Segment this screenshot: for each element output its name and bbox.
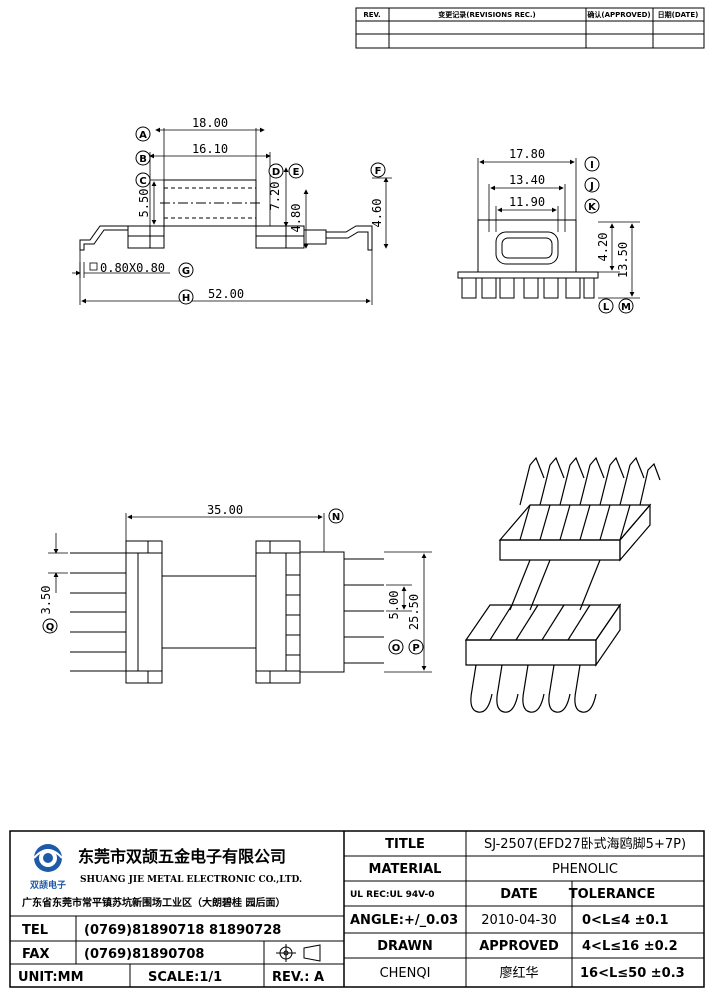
bottom-view [125, 540, 345, 684]
company-name-cn: 东莞市双颉五金电子有限公司 [78, 847, 286, 866]
dim-25-50: 25.50 [407, 594, 421, 630]
callout-i: I [590, 160, 594, 171]
drawn-label: DRAWN [377, 939, 433, 954]
fax-label: FAX [22, 947, 49, 962]
drawn-value: CHENQI [380, 966, 431, 981]
dim-5-50: 5.50 [137, 189, 151, 218]
side-view-dimensions [477, 158, 640, 299]
angle-label: ANGLE:+/_0.03 [350, 913, 458, 928]
callout-g: G [182, 266, 190, 277]
unit-label: UNIT:MM [18, 970, 84, 985]
callout-m: M [621, 302, 631, 313]
title-label: TITLE [385, 837, 425, 852]
bottom-view-dimensions [48, 513, 432, 673]
dim-5-00: 5.00 [387, 591, 401, 620]
callout-j: J [589, 181, 594, 192]
side-callouts [584, 156, 634, 314]
tel-label: TEL [22, 923, 48, 938]
tolerance-3: 16<L≤50 ±0.3 [580, 966, 685, 981]
front-callouts [135, 126, 386, 305]
rev-header-record: 变更记录(REVISIONS REC.) [438, 10, 536, 19]
tel-value: (0769)81890718 81890728 [84, 923, 281, 938]
front-view [79, 179, 373, 251]
callout-q: Q [46, 622, 55, 633]
dim-3-50: 3.50 [39, 586, 53, 615]
side-view [457, 219, 599, 299]
projection-symbol-icon [276, 944, 321, 962]
callout-h: H [182, 293, 190, 304]
callout-d: D [272, 167, 280, 178]
front-view-dimensions [72, 127, 392, 305]
callout-e: E [293, 167, 300, 178]
date-value: 2010-04-30 [481, 913, 557, 928]
rev-label: REV.: A [272, 970, 324, 985]
title-value: SJ-2507(EFD27卧式海鸥脚5+7P) [484, 836, 686, 852]
approved-value: 廖红华 [499, 965, 538, 981]
bottom-callouts [42, 508, 424, 655]
material-label: MATERIAL [369, 862, 442, 877]
callout-c: C [139, 176, 146, 187]
callout-p: P [412, 643, 419, 654]
dim-13-50: 13.50 [616, 242, 630, 278]
isometric-view [464, 456, 661, 713]
date-label: DATE [500, 887, 538, 902]
rev-header-rev: REV. [363, 11, 380, 19]
dim-16: 16.10 [192, 142, 228, 156]
revision-table [355, 7, 705, 49]
callout-k: K [588, 202, 597, 213]
dim-35: 35.00 [207, 503, 243, 517]
tolerance-1: 0<L≤4 ±0.1 [582, 913, 669, 928]
rev-header-date: 日期(DATE) [658, 10, 699, 19]
company-name-en: SHUANG JIE METAL ELECTRONIC CO.,LTD. [80, 875, 302, 885]
dim-18: 18.00 [192, 116, 228, 130]
company-address: 广东省东莞市常平镇苏坑新围场工业区（大朗碧桂 园后面） [22, 896, 285, 909]
dim-pin-size: 0.80X0.80 [100, 261, 165, 275]
title-block [9, 830, 705, 988]
scale-label: SCALE:1/1 [148, 970, 222, 985]
dim-11-90: 11.90 [509, 195, 545, 209]
ul-rec: UL REC:UL 94V-0 [350, 890, 434, 900]
bottom-pins [70, 552, 384, 672]
dim-4-60: 4.60 [370, 199, 384, 228]
dim-7-20: 7.20 [268, 182, 282, 211]
company-logo [33, 844, 63, 872]
dim-17-80: 17.80 [509, 147, 545, 161]
dim-52: 52.00 [208, 287, 244, 301]
dim-13-40: 13.40 [509, 173, 545, 187]
callout-n: N [332, 512, 340, 523]
square-symbol-icon [89, 262, 98, 271]
approved-label: APPROVED [479, 939, 559, 954]
tolerance-2: 4<L≤16 ±0.2 [582, 939, 678, 954]
callout-o: O [392, 643, 401, 654]
material-value: PHENOLIC [552, 862, 618, 877]
tolerance-label: TOLERANCE [569, 887, 655, 902]
callout-a: A [139, 130, 147, 141]
callout-f: F [375, 166, 382, 177]
logo-text: 双颉电子 [30, 879, 66, 891]
callout-b: B [139, 154, 147, 165]
rev-header-approved: 确认(APPROVED) [587, 10, 650, 19]
dim-4-80: 4.80 [289, 204, 303, 233]
fax-value: (0769)81890708 [84, 947, 204, 962]
dim-4-20: 4.20 [596, 233, 610, 262]
callout-l: L [603, 302, 610, 313]
